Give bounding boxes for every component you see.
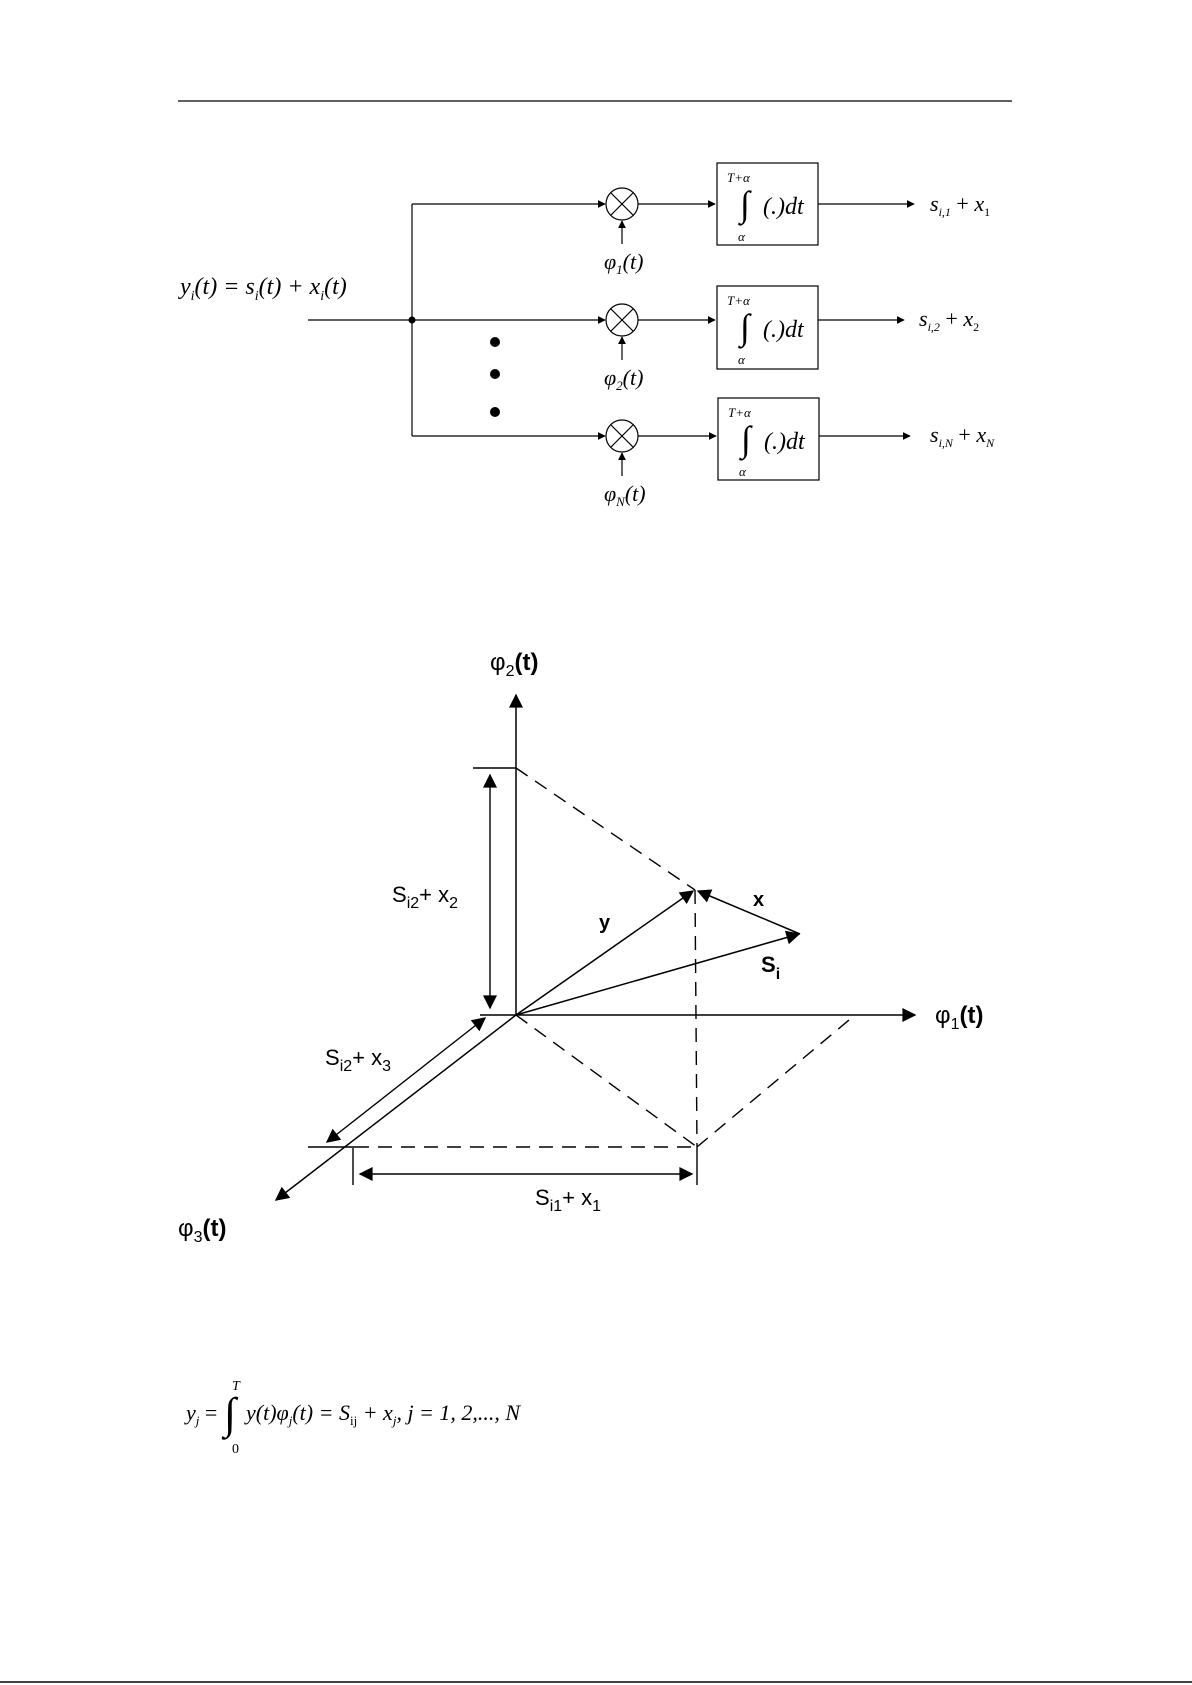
svg-text:α: α bbox=[738, 229, 746, 244]
axis-label-phi3: φ3(t) bbox=[178, 1215, 226, 1246]
integrator-block: T+α ∫ α (.)dt bbox=[717, 286, 818, 369]
equation-rhs: y(t)φj(t) = Sij + xj, j = 1, 2,..., N bbox=[244, 1400, 521, 1428]
svg-text:T+α: T+α bbox=[727, 293, 751, 308]
vector-label-x: x bbox=[753, 889, 764, 911]
dim-label-vertical: Si2+ x2 bbox=[392, 882, 458, 912]
svg-text:(.)dt: (.)dt bbox=[764, 429, 806, 455]
vector-si bbox=[516, 934, 799, 1015]
projection-equation: T ∫ 0 yj = y(t)φj(t) = Sij + xj, j = 1, … bbox=[184, 1379, 521, 1457]
branch-output-label: si,2 + x2 bbox=[919, 306, 979, 334]
dim-arrow-depth bbox=[327, 1018, 485, 1142]
continuation-dot bbox=[490, 369, 500, 379]
vector-label-si: Si bbox=[761, 952, 780, 983]
branch-output-label: si,N + xN bbox=[930, 422, 995, 450]
dim-label-depth: Si2+ x3 bbox=[325, 1045, 391, 1075]
svg-text:T+α: T+α bbox=[728, 405, 752, 420]
integrator-block: T+α ∫ α (.)dt bbox=[718, 398, 819, 480]
multiplier-icon bbox=[606, 188, 638, 220]
integral-lower-limit: 0 bbox=[232, 1442, 239, 1457]
branch-n: φN(t) T+α ∫ α (.)dt si,N + xN bbox=[412, 398, 995, 509]
basis-function-label: φN(t) bbox=[604, 481, 646, 509]
correlator-diagram: yi(t) = si(t) + xi(t) φ1(t) T+α ∫ bbox=[178, 163, 995, 509]
basis-function-label: φ1(t) bbox=[604, 249, 643, 277]
multiplier-icon bbox=[606, 304, 638, 336]
equation-lhs: yj = bbox=[184, 1400, 217, 1428]
input-signal-label: yi(t) = si(t) + xi(t) bbox=[178, 274, 347, 304]
svg-text:α: α bbox=[738, 352, 746, 367]
projection-lines bbox=[355, 768, 855, 1147]
svg-text:α: α bbox=[739, 464, 747, 479]
basis-function-label: φ2(t) bbox=[604, 365, 643, 393]
axis-label-phi2: φ2(t) bbox=[490, 649, 538, 680]
integrator-block: T+α ∫ α (.)dt bbox=[717, 163, 818, 245]
continuation-dot bbox=[490, 337, 500, 347]
axis-phi3 bbox=[276, 1015, 516, 1200]
branch-1: φ1(t) T+α ∫ α (.)dt si,1 + x1 bbox=[412, 163, 990, 277]
vector-x bbox=[698, 891, 800, 934]
multiplier-icon bbox=[606, 420, 638, 452]
vector-y bbox=[516, 891, 693, 1015]
axis-label-phi1: φ1(t) bbox=[935, 1002, 983, 1033]
vector-label-y: y bbox=[599, 912, 611, 934]
svg-text:T+α: T+α bbox=[727, 170, 751, 185]
signal-space-diagram: φ2(t) φ1(t) φ3(t) y x Si Si2+ x2 Si2 bbox=[178, 649, 983, 1246]
dim-label-horizontal: Si1+ x1 bbox=[535, 1185, 601, 1215]
integral-sign: ∫ bbox=[221, 1389, 239, 1440]
svg-text:(.)dt: (.)dt bbox=[763, 194, 805, 220]
continuation-dot bbox=[490, 407, 500, 417]
svg-text:(.)dt: (.)dt bbox=[763, 317, 805, 343]
branch-output-label: si,1 + x1 bbox=[930, 191, 990, 219]
